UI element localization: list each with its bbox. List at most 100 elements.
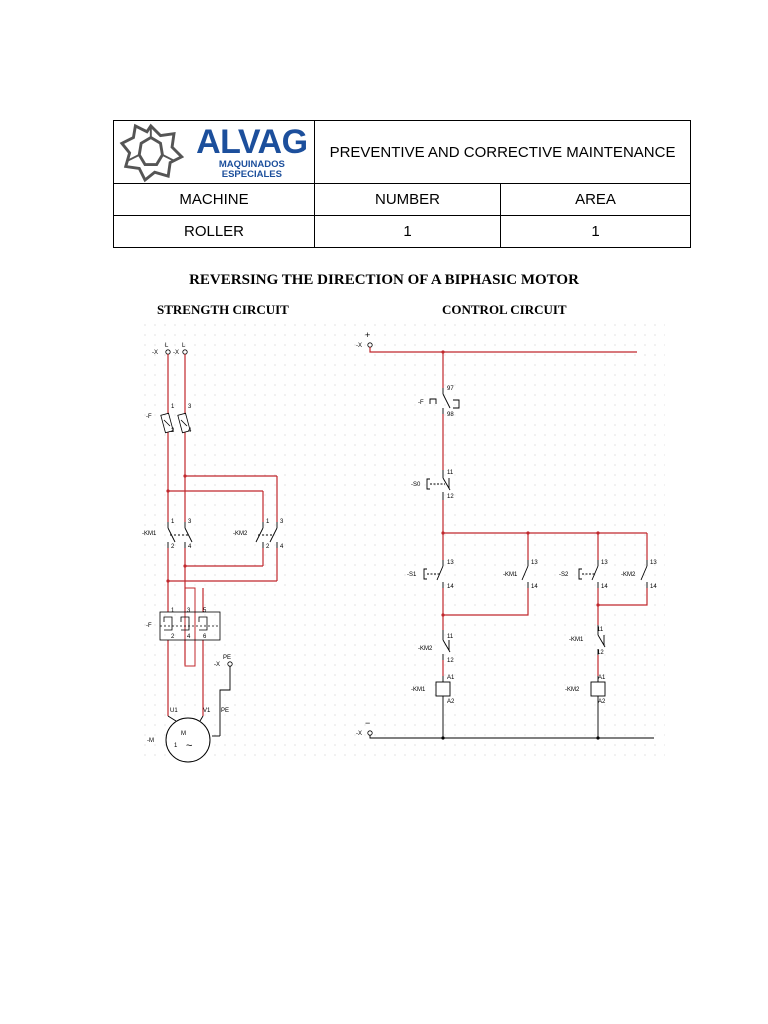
label: −: [365, 718, 370, 728]
label: ~: [186, 740, 192, 752]
col-header-area: AREA: [499, 183, 692, 216]
label: -KM2: [233, 531, 248, 537]
grid-background: [140, 322, 665, 764]
label: -S2: [559, 572, 569, 578]
label: -S1: [407, 572, 417, 578]
control-labels: + − -X -X -F 97 98 -S0 11 12 -S1 13 14 -…: [356, 330, 657, 737]
label: -KM1: [411, 687, 426, 693]
label: 11: [447, 634, 454, 640]
label: -M: [147, 738, 154, 744]
label: 4: [187, 634, 191, 640]
label: -KM1: [142, 531, 157, 537]
label: 97: [447, 386, 454, 392]
label: -X: [214, 662, 220, 668]
label: 3: [188, 404, 192, 410]
fuse-symbol: [160, 412, 191, 434]
label: 13: [447, 560, 454, 566]
label: 1: [266, 519, 270, 525]
maintenance-header-table: ALVAG MAQUINADOS ESPECIALES PREVENTIVE A…: [113, 120, 692, 248]
terminal-l1: [165, 349, 171, 355]
label: -X: [356, 343, 362, 349]
label: 1: [174, 743, 178, 749]
label: -KM2: [621, 572, 636, 578]
label: 13: [601, 560, 608, 566]
label: 1: [171, 519, 175, 525]
km2-main-contacts: [255, 522, 278, 548]
label: M: [181, 731, 186, 737]
label: 14: [601, 584, 608, 590]
diagram-title: REVERSING THE DIRECTION OF A BIPHASIC MO…: [189, 272, 579, 288]
terminal-pe: [227, 661, 233, 667]
label: A2: [447, 699, 455, 705]
label: L: [165, 343, 169, 349]
label: 11: [597, 627, 604, 633]
col-header-machine: MACHINE: [113, 183, 315, 216]
label: 12: [447, 494, 454, 500]
km1-main-contacts: [167, 522, 193, 548]
terminal-minus: [367, 730, 373, 736]
label: 3: [188, 519, 192, 525]
label: -KM2: [418, 646, 433, 652]
logo-cell: ALVAG MAQUINADOS ESPECIALES: [113, 120, 315, 184]
label: -KM1: [503, 572, 518, 578]
label: 12: [597, 650, 604, 656]
label: 1: [171, 404, 175, 410]
cell-area: 1: [499, 215, 692, 248]
label: 11: [447, 470, 454, 476]
label: V1: [203, 708, 211, 714]
label: 12: [447, 658, 454, 664]
motor-symbol: [165, 717, 211, 763]
label: 13: [531, 560, 538, 566]
label: 3: [187, 608, 191, 614]
label: A1: [447, 675, 455, 681]
overload-relay: [159, 611, 221, 641]
label: 4: [188, 428, 192, 434]
label: -F: [146, 414, 152, 420]
label: 6: [203, 634, 207, 640]
label: A2: [598, 699, 606, 705]
label: 2: [171, 634, 175, 640]
label: 2: [266, 544, 270, 550]
company-logo: ALVAG MAQUINADOS ESPECIALES: [114, 121, 314, 183]
label: 1: [171, 608, 175, 614]
cell-machine: ROLLER: [113, 215, 315, 248]
label: 5: [203, 608, 207, 614]
label: 2: [171, 544, 175, 550]
strength-circuit: [159, 349, 278, 763]
label: 14: [447, 584, 454, 590]
label: -X: [152, 350, 158, 356]
label: -KM2: [565, 687, 580, 693]
gear-star-logo-icon: [119, 123, 184, 183]
label: PE: [223, 655, 231, 661]
brand-name: ALVAG: [196, 123, 308, 161]
label: U1: [170, 708, 178, 714]
strength-labels: -X -X L L -F 1 2 3 4 -KM1 1 2 3 4 -KM2 1…: [142, 343, 284, 752]
label: A1: [598, 675, 606, 681]
label: 14: [531, 584, 538, 590]
label: -F: [418, 400, 424, 406]
label: 3: [280, 519, 284, 525]
crossover-bridge: [184, 587, 196, 667]
label: -KM1: [569, 637, 584, 643]
label: 2: [171, 428, 175, 434]
label: 4: [280, 544, 284, 550]
strength-circuit-title: STRENGTH CIRCUIT: [157, 302, 289, 317]
label: L: [182, 343, 186, 349]
brand-subtitle: MAQUINADOS ESPECIALES: [218, 159, 285, 180]
control-circuit: [367, 342, 654, 740]
label: 98: [447, 412, 454, 418]
cell-number: 1: [314, 215, 501, 248]
label: -S0: [411, 482, 421, 488]
label: 13: [650, 560, 657, 566]
label: +: [365, 330, 370, 340]
label: PE: [221, 708, 229, 714]
label: -F: [146, 623, 152, 629]
label: -X: [173, 350, 179, 356]
label: -X: [356, 731, 362, 737]
terminal-plus: [367, 342, 373, 348]
label: 14: [650, 584, 657, 590]
control-circuit-title: CONTROL CIRCUIT: [442, 302, 567, 317]
col-header-number: NUMBER: [314, 183, 501, 216]
label: 4: [188, 544, 192, 550]
